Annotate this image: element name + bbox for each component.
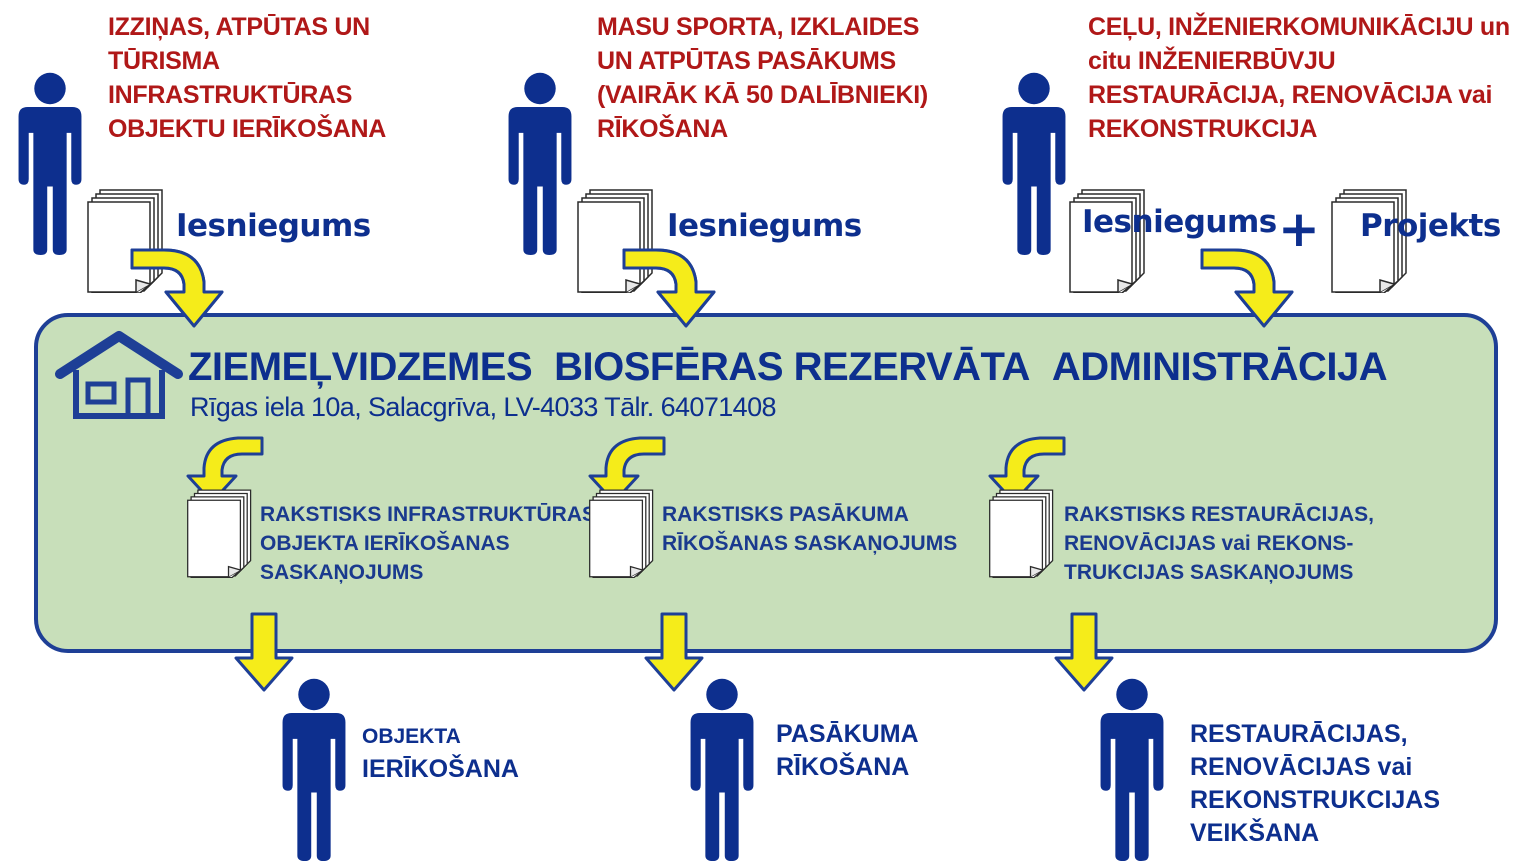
- request-1-doc-label: Iesniegums: [176, 208, 371, 244]
- outcome-3-text: RESTAURĀCIJAS, RENOVĀCIJAS vai REKONSTRU…: [1190, 720, 1441, 847]
- curved-arrow-icon: [622, 248, 732, 328]
- request-3-text: CEĻU, INŽENIERKOMUNIKĀCIJU un citu INŽEN…: [1088, 13, 1510, 143]
- request-2-doc-label: Iesniegums: [667, 208, 862, 244]
- person-icon: [1092, 676, 1172, 861]
- person-icon: [500, 70, 580, 255]
- request-1-text: IZZIŅAS, ATPŪTAS UN TŪRISMA INFRASTRUKTŪ…: [108, 13, 386, 143]
- authority-panel: [34, 313, 1498, 653]
- person-icon: [682, 676, 762, 861]
- authority-address: Rīgas iela 10a, Salacgrīva, LV-4033 Tālr…: [190, 392, 777, 422]
- approval-2-text: RAKSTISKS PASĀKUMA RĪKOŠANAS SASKAŅOJUMS: [662, 503, 958, 555]
- person-icon: [274, 676, 354, 861]
- document-stack-icon: [186, 488, 254, 578]
- person-icon: [10, 70, 90, 255]
- house-icon: [55, 331, 183, 419]
- approval-1-text: RAKSTISKS INFRASTRUKTŪRAS OBJEKTA IERĪKO…: [260, 503, 596, 584]
- curved-arrow-icon: [1200, 248, 1310, 328]
- outcome-1-text: OBJEKTA IERĪKOŠANA: [362, 725, 519, 783]
- request-3-doc-label: Iesniegums: [1082, 204, 1277, 240]
- document-stack-icon: [988, 488, 1056, 578]
- document-stack-icon: [588, 488, 656, 578]
- request-3-project-label: Projekts: [1360, 208, 1501, 244]
- plus-sign: +: [1278, 200, 1320, 258]
- outcome-2-text: PASĀKUMA RĪKOŠANA: [776, 720, 919, 781]
- request-2-text: MASU SPORTA, IZKLAIDES UN ATPŪTAS PASĀKU…: [597, 13, 928, 143]
- approval-3-text: RAKSTISKS RESTAURĀCIJAS, RENOVĀCIJAS vai…: [1064, 503, 1374, 584]
- curved-arrow-icon: [130, 248, 240, 328]
- person-icon: [994, 70, 1074, 255]
